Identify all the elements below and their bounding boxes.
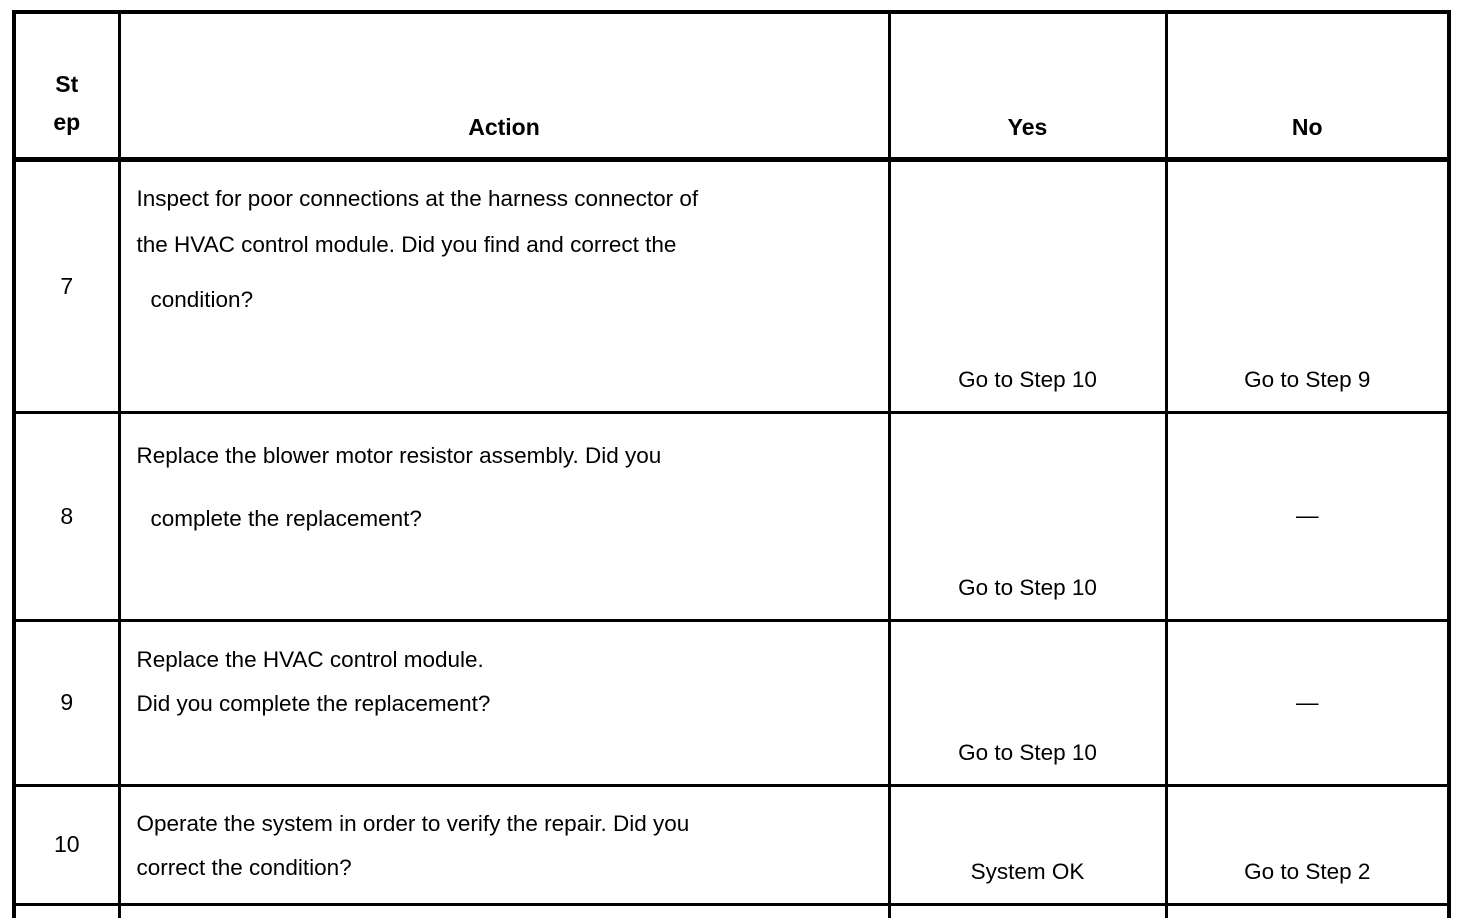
header-no: No: [1164, 10, 1451, 162]
diagnostic-steps-table: St ep Action Yes No 7 Inspect for poor c…: [12, 10, 1451, 918]
action-cell-empty: [117, 902, 891, 918]
no-result: Go to Step 2: [1164, 783, 1451, 906]
action-text-line: Operate the system in order to verify th…: [136, 810, 690, 836]
action-text-line: Did you complete the replacement?: [136, 690, 491, 716]
header-step-line2: ep: [53, 108, 81, 135]
step-number: 9: [12, 618, 121, 787]
step-number: 10: [12, 783, 121, 906]
yes-result: System OK: [887, 783, 1168, 906]
header-step-line1: St: [55, 70, 79, 97]
no-cell-empty: [1164, 902, 1451, 918]
action-text-line: the HVAC control module. Did you find an…: [136, 231, 677, 257]
table-row-step-8: 8 Replace the blower motor resistor asse…: [12, 410, 1451, 622]
action-cell: Replace the HVAC control module. Did you…: [117, 618, 891, 787]
step-number: 7: [12, 157, 121, 414]
yes-cell-empty: [887, 902, 1168, 918]
table-row-step-7: 7 Inspect for poor connections at the ha…: [12, 157, 1451, 414]
step-cell-empty: [12, 902, 121, 918]
table-row-step-9: 9 Replace the HVAC control module. Did y…: [12, 618, 1451, 787]
action-text-line: Replace the blower motor resistor assemb…: [136, 442, 662, 468]
step-number: 8: [12, 410, 121, 622]
no-result: —: [1164, 618, 1451, 787]
action-text-line: Inspect for poor connections at the harn…: [136, 185, 699, 211]
table-row-step-10: 10 Operate the system in order to verify…: [12, 783, 1451, 906]
no-result: Go to Step 9: [1164, 157, 1451, 414]
header-row: St ep Action Yes No: [12, 10, 1451, 162]
header-action: Action: [117, 10, 891, 162]
header-yes: Yes: [887, 10, 1168, 162]
action-text-line: Replace the HVAC control module.: [136, 646, 484, 672]
action-text-line: complete the replacement?: [150, 505, 422, 531]
yes-result: Go to Step 10: [887, 410, 1168, 622]
yes-result: Go to Step 10: [887, 157, 1168, 414]
action-text-line: correct the condition?: [136, 854, 352, 880]
yes-result: Go to Step 10: [887, 618, 1168, 787]
action-cell: Inspect for poor connections at the harn…: [117, 157, 891, 414]
header-step: St ep: [12, 10, 121, 162]
table-row-clipped: [12, 902, 1451, 918]
action-text-line: condition?: [150, 286, 254, 312]
action-cell: Replace the blower motor resistor assemb…: [117, 410, 891, 622]
action-cell: Operate the system in order to verify th…: [117, 783, 891, 906]
no-result: —: [1164, 410, 1451, 622]
